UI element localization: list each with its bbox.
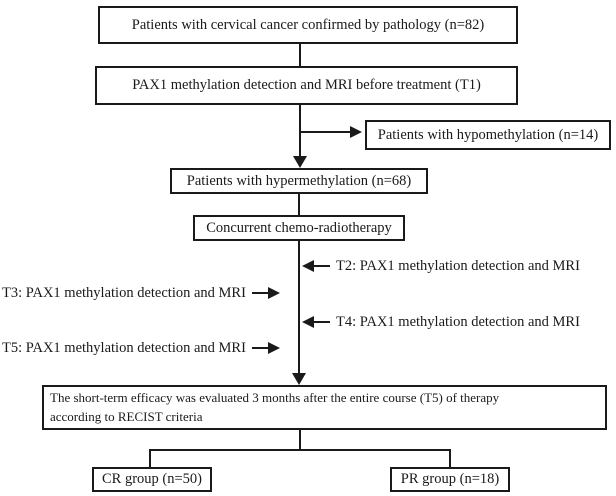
node-pr-group: PR group (n=18) [390, 467, 510, 492]
node-hypomethylation-label: Patients with hypomethylation (n=14) [377, 126, 599, 143]
connector-drop-cr [149, 449, 151, 467]
connector-timeline [298, 241, 300, 374]
arrowhead-down-recist [292, 373, 306, 385]
node-chemoradiotherapy: Concurrent chemo-radiotherapy [193, 215, 405, 241]
connector-pathology-t1 [299, 44, 301, 66]
annotation-t5: T5: PAX1 methylation detection and MRI [2, 339, 280, 357]
arrowhead-right-hypomethylation [350, 126, 362, 138]
node-hypermethylation: Patients with hypermethylation (n=68) [170, 168, 428, 194]
node-t1-detection: PAX1 methylation detection and MRI befor… [95, 66, 518, 105]
node-recist-line2: according to RECIST criteria [50, 408, 203, 424]
node-pathology: Patients with cervical cancer confirmed … [98, 6, 518, 44]
node-recist-line1: The short-term efficacy was evaluated 3 … [50, 389, 500, 405]
arrowhead-right-t3 [267, 287, 280, 299]
node-pr-group-label: PR group (n=18) [400, 471, 500, 488]
annotation-t3-label: T3: PAX1 methylation detection and MRI [2, 284, 246, 301]
connector-hypermethylation-ccrt [298, 194, 300, 215]
annotation-t2-label: T2: PAX1 methylation detection and MRI [336, 257, 580, 274]
annotation-t5-label: T5: PAX1 methylation detection and MRI [2, 339, 246, 356]
node-cr-group: CR group (n=50) [92, 467, 212, 492]
node-chemoradiotherapy-label: Concurrent chemo-radiotherapy [206, 219, 392, 236]
node-recist: The short-term efficacy was evaluated 3 … [42, 385, 607, 430]
node-cr-group-label: CR group (n=50) [101, 471, 202, 488]
connector-branch-hypomethylation [300, 131, 350, 133]
annotation-t3: T3: PAX1 methylation detection and MRI [2, 284, 280, 302]
arrow-shaft-t4 [314, 321, 330, 323]
node-pathology-label: Patients with cervical cancer confirmed … [131, 16, 485, 33]
node-hypomethylation: Patients with hypomethylation (n=14) [365, 120, 611, 150]
node-hypermethylation-label: Patients with hypermethylation (n=68) [186, 172, 412, 189]
connector-drop-pr [449, 449, 451, 467]
connector-recist-stub [299, 430, 301, 450]
annotation-t2: T2: PAX1 methylation detection and MRI [302, 257, 580, 275]
arrow-shaft-t3 [251, 292, 268, 294]
arrowhead-left-t2 [302, 260, 314, 272]
annotation-t4-label: T4: PAX1 methylation detection and MRI [336, 313, 580, 330]
arrowhead-right-t5 [267, 342, 280, 354]
annotation-t4: T4: PAX1 methylation detection and MRI [302, 313, 580, 331]
node-t1-detection-label: PAX1 methylation detection and MRI befor… [132, 77, 481, 94]
connector-split-bar [149, 449, 451, 451]
arrow-shaft-t5 [251, 347, 268, 349]
arrowhead-down-hypermethylation [293, 156, 307, 168]
arrowhead-left-t4 [302, 316, 314, 328]
arrow-shaft-t2 [314, 265, 330, 267]
